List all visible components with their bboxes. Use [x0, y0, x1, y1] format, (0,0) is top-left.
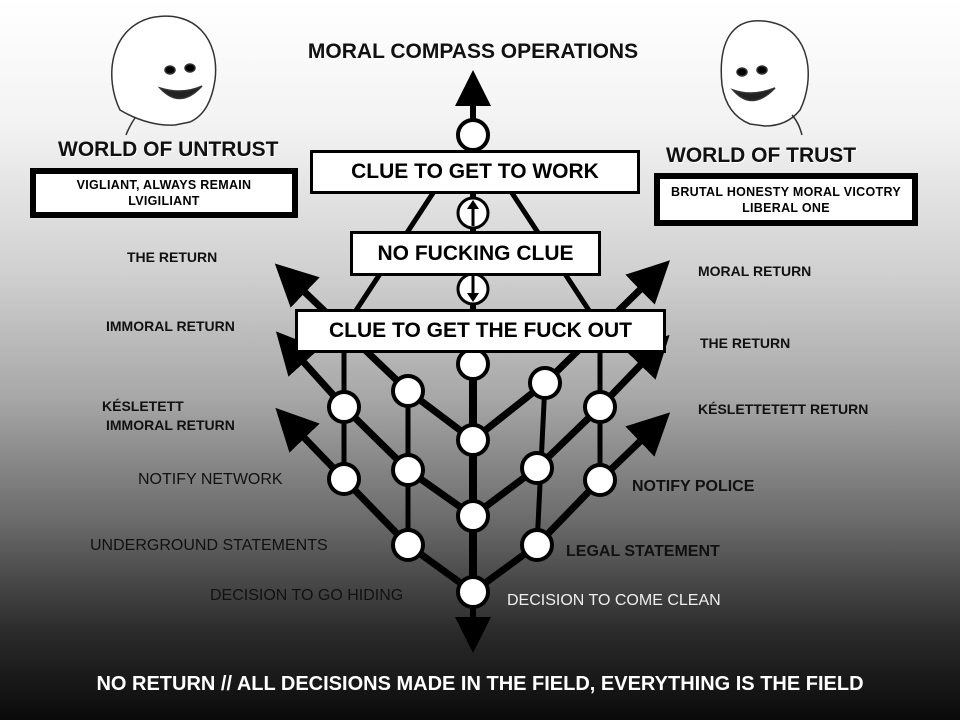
- creepy-face-right-icon: [720, 20, 809, 136]
- node-center-top: [456, 347, 490, 381]
- node-right: [528, 366, 562, 400]
- node-left: [391, 453, 425, 487]
- node-top: [456, 118, 490, 152]
- up-arrow-circle-icon: [456, 196, 490, 230]
- left-branch-kesletett-arrow: [275, 407, 477, 596]
- footer-caption: NO RETURN // ALL DECISIONS MADE IN THE F…: [96, 673, 864, 695]
- notify-police-label: NOTIFY POLICE: [632, 478, 755, 495]
- right-keslettetett-label: KÉSLETTETETT RETURN: [698, 401, 869, 417]
- no-clue-box: NO FUCKING CLUE: [350, 231, 601, 276]
- node-right: [520, 451, 554, 485]
- left-kesletett-label-2: IMMORAL RETURN: [106, 417, 235, 433]
- node-center-2: [456, 423, 490, 457]
- right-heading: WORLD OF TRUST: [666, 144, 857, 167]
- right-moral-return-label: MORAL RETURN: [698, 263, 812, 279]
- left-the-return-label: THE RETURN: [127, 249, 218, 265]
- right-box-line1: BRUTAL HONESTY MORAL VICOTRY: [671, 184, 901, 199]
- left-branch-return-arrow: [274, 263, 477, 444]
- decision-clean-label: DECISION TO COME CLEAN: [507, 592, 721, 609]
- node-center-3: [456, 499, 490, 533]
- notify-network-label: NOTIFY NETWORK: [138, 471, 283, 488]
- right-branch-return-arrow: [469, 334, 670, 520]
- left-branch-immoral-arrow: [275, 331, 477, 520]
- node-left: [327, 462, 361, 496]
- underground-statements-label: UNDERGROUND STATEMENTS: [90, 537, 328, 554]
- node-left: [327, 390, 361, 424]
- left-heading: WORLD OF UNTRUST: [58, 138, 279, 161]
- node-right: [583, 390, 617, 424]
- page-title: MORAL COMPASS OPERATIONS: [307, 40, 639, 63]
- legal-statement-label: LEGAL STATEMENT: [566, 543, 720, 560]
- left-box-line1: VIGLIANT, ALWAYS REMAIN: [76, 178, 252, 192]
- clue-to-get-out-box: CLUE TO GET THE FUCK OUT: [295, 309, 666, 353]
- left-kesletett-label-1: KÉSLETETT: [102, 398, 184, 414]
- clue-to-work-box: CLUE TO GET TO WORK: [310, 150, 640, 194]
- right-box-line2: LIBERAL ONE: [742, 200, 830, 215]
- left-description-box: VIGLIANT, ALWAYS REMAIN LVIGILIANT: [30, 168, 298, 218]
- node-right: [583, 463, 617, 497]
- left-immoral-return-label: IMMORAL RETURN: [106, 318, 235, 334]
- node-root: [456, 575, 490, 609]
- right-branch-keslettetett-arrow: [469, 412, 671, 596]
- right-branch-moral-arrow: [469, 260, 670, 444]
- decision-hiding-label: DECISION TO GO HIDING: [210, 587, 404, 604]
- node-left: [391, 374, 425, 408]
- right-the-return-label: THE RETURN: [700, 335, 791, 351]
- node-right: [520, 528, 554, 562]
- left-box-line2: LVIGILIANT: [128, 194, 200, 208]
- creepy-face-left-icon: [111, 15, 217, 136]
- down-arrow-circle-icon: [456, 272, 490, 306]
- node-left: [391, 528, 425, 562]
